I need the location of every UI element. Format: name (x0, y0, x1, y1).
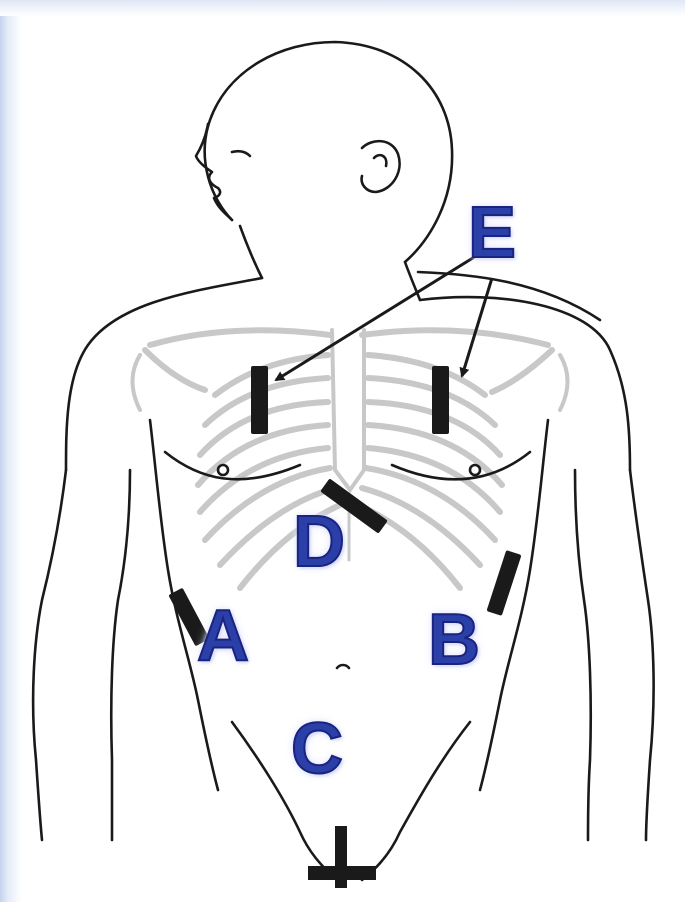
label-d: D (293, 506, 345, 578)
ground-electrode-horizontal (308, 866, 376, 880)
electrode-e-right (432, 366, 449, 434)
rib-cage (133, 330, 568, 588)
label-e: E (468, 197, 516, 269)
label-c: C (291, 713, 343, 785)
arrow-to-left-electrode (276, 256, 476, 380)
body-outline (33, 42, 654, 880)
electrode-b (487, 550, 522, 616)
electrode-e-left (251, 366, 268, 434)
arrow-to-right-electrode (462, 278, 492, 376)
label-a: A (197, 600, 249, 672)
label-b: B (428, 604, 480, 676)
